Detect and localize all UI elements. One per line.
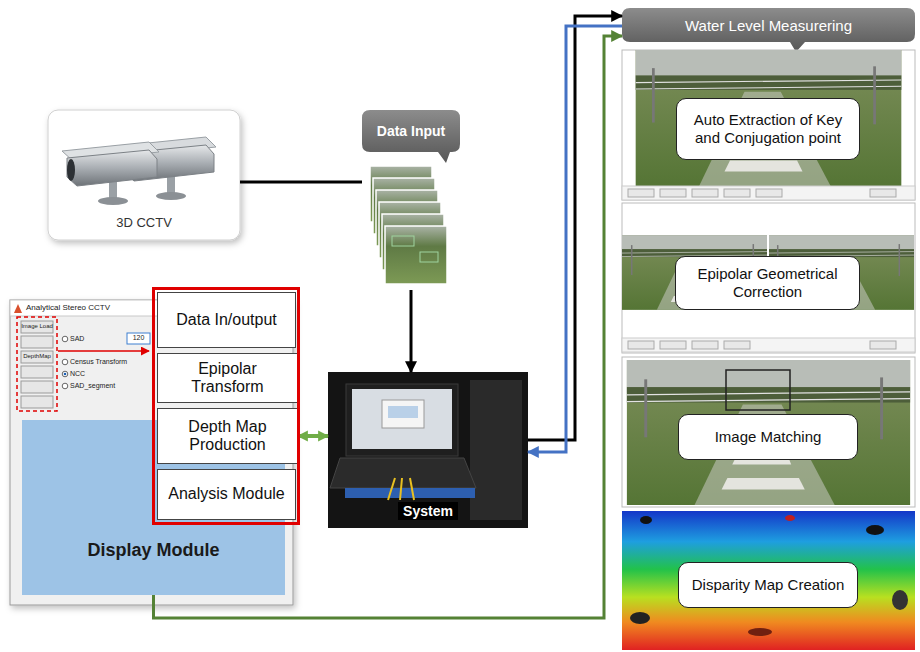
node-text: Data Input xyxy=(377,110,445,152)
step-label: Epipolar Geometrical Correction xyxy=(675,256,860,310)
node-text: Data In/output xyxy=(176,311,277,329)
step-label: Image Matching xyxy=(678,414,858,460)
option-label: Census Transform xyxy=(70,358,127,366)
node-text: Depth Map Production xyxy=(162,418,293,455)
option-label: SAD_segment xyxy=(70,382,115,390)
connector-arrow xyxy=(240,181,362,184)
step-label: Auto Extraction of Key and Conjugation p… xyxy=(676,98,860,160)
process-box: Data In/output xyxy=(157,292,296,348)
image-matching-panel xyxy=(622,357,915,507)
connector-arrow xyxy=(528,16,622,440)
node-text: Epipolar Geometrical Correction xyxy=(682,265,853,301)
system-photo: System xyxy=(328,372,528,528)
node-text: Auto Extraction of Key and Conjugation p… xyxy=(683,111,853,147)
connector-arrow xyxy=(410,290,413,372)
title-callout: Water Level Measurering xyxy=(622,8,915,42)
node-text: Image Matching xyxy=(715,428,822,446)
process-box: Epipolar Transform xyxy=(157,353,298,403)
image-stack xyxy=(370,166,447,284)
step-label: Disparity Map Creation xyxy=(678,562,858,608)
process-box: Analysis Module xyxy=(157,469,296,520)
matching-panel xyxy=(622,50,915,200)
module-frame xyxy=(152,287,300,525)
disparity-panel xyxy=(622,511,915,650)
camera-box: 3D CCTV xyxy=(48,110,240,240)
option-label: NCC xyxy=(70,370,85,378)
button-label: Image Load xyxy=(21,323,53,330)
node-text: Epipolar Transform xyxy=(162,360,293,397)
node-text: Analysis Module xyxy=(168,485,285,503)
node-text: Analytical Stereo CCTV xyxy=(26,303,110,313)
node-text: Disparity Map Creation xyxy=(692,576,845,594)
node-text: System xyxy=(398,502,458,520)
node-text: Water Level Measurering xyxy=(685,17,852,34)
epipolar-panel xyxy=(622,203,915,353)
camera-icon xyxy=(62,137,216,205)
button-label: DepthMap xyxy=(21,353,53,360)
node-text: Display Module xyxy=(87,540,219,561)
input-callout: Data Input xyxy=(362,110,460,290)
connector-arrow xyxy=(298,434,328,438)
option-label: SAD xyxy=(70,335,84,343)
node-text: 3D CCTV xyxy=(116,215,172,230)
process-box: Depth Map Production xyxy=(157,408,298,464)
input-value: 120 xyxy=(127,334,150,342)
connector-arrow xyxy=(528,26,622,452)
